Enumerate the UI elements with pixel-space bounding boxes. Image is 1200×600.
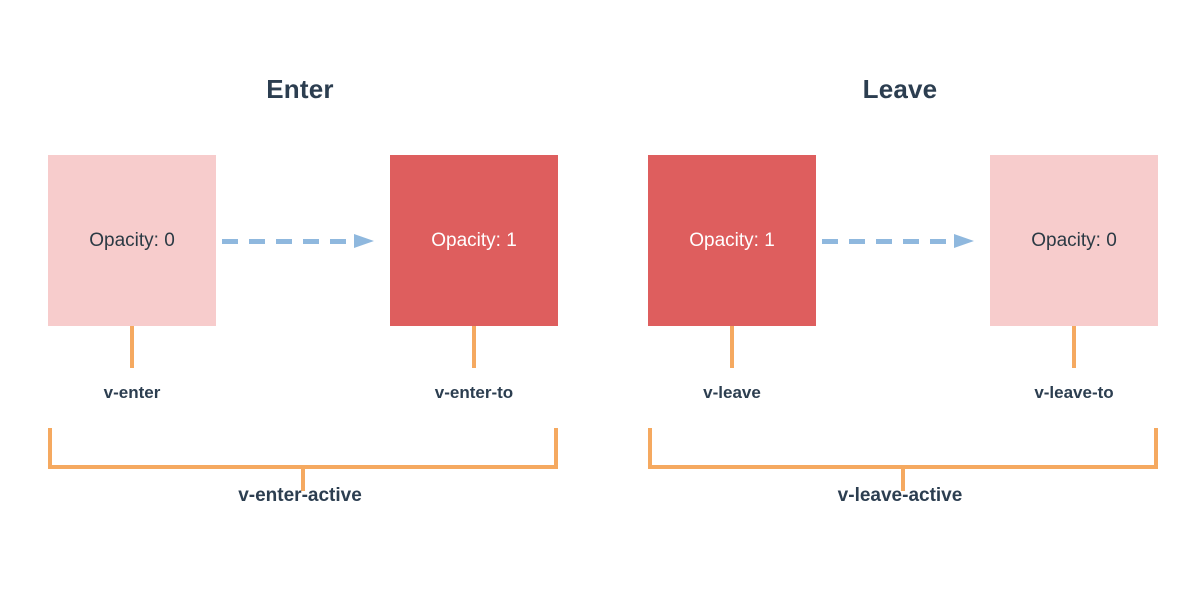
state-box-v-leave-to: Opacity: 0 <box>990 155 1158 326</box>
section-title-enter: Enter <box>266 74 334 104</box>
active-bracket-enter <box>48 428 558 469</box>
connector-stem-v-enter-to <box>472 326 476 368</box>
section-title-leave: Leave <box>862 74 938 104</box>
state-box-v-leave: Opacity: 1 <box>648 155 816 326</box>
bracket-stem-leave <box>901 469 905 491</box>
section-enter: Enter Opacity: 0 Opacity: 1 v-enter v-en… <box>48 74 558 506</box>
state-box-label: Opacity: 0 <box>89 229 175 251</box>
state-box-label: Opacity: 0 <box>1031 229 1117 251</box>
class-label-v-leave: v-leave <box>703 383 761 402</box>
state-box-v-enter-to: Opacity: 1 <box>390 155 558 326</box>
arrow-head-icon <box>954 234 974 248</box>
active-bracket-leave <box>648 428 1158 469</box>
section-leave: Leave Opacity: 1 Opacity: 0 v-leave v-le… <box>600 0 1200 600</box>
arrow-head-icon <box>354 234 374 248</box>
state-box-v-enter: Opacity: 0 <box>48 155 216 326</box>
bracket-stem-enter <box>301 469 305 491</box>
connector-stem-v-leave-to <box>1072 326 1076 368</box>
class-label-v-enter-to: v-enter-to <box>434 383 514 402</box>
transition-arrow-enter <box>222 234 384 248</box>
state-box-label: Opacity: 1 <box>689 229 775 251</box>
class-label-v-enter-active: v-enter-active <box>238 485 362 506</box>
class-label-v-enter: v-enter <box>103 383 161 402</box>
dashed-line <box>822 239 954 244</box>
dashed-line <box>222 239 354 244</box>
connector-stem-v-leave <box>730 326 734 368</box>
transition-arrow-leave <box>822 234 984 248</box>
state-box-label: Opacity: 1 <box>431 229 517 251</box>
connector-stem-v-enter <box>130 326 134 368</box>
class-label-v-leave-active: v-leave-active <box>837 485 963 506</box>
class-label-v-leave-to: v-leave-to <box>1034 383 1114 402</box>
